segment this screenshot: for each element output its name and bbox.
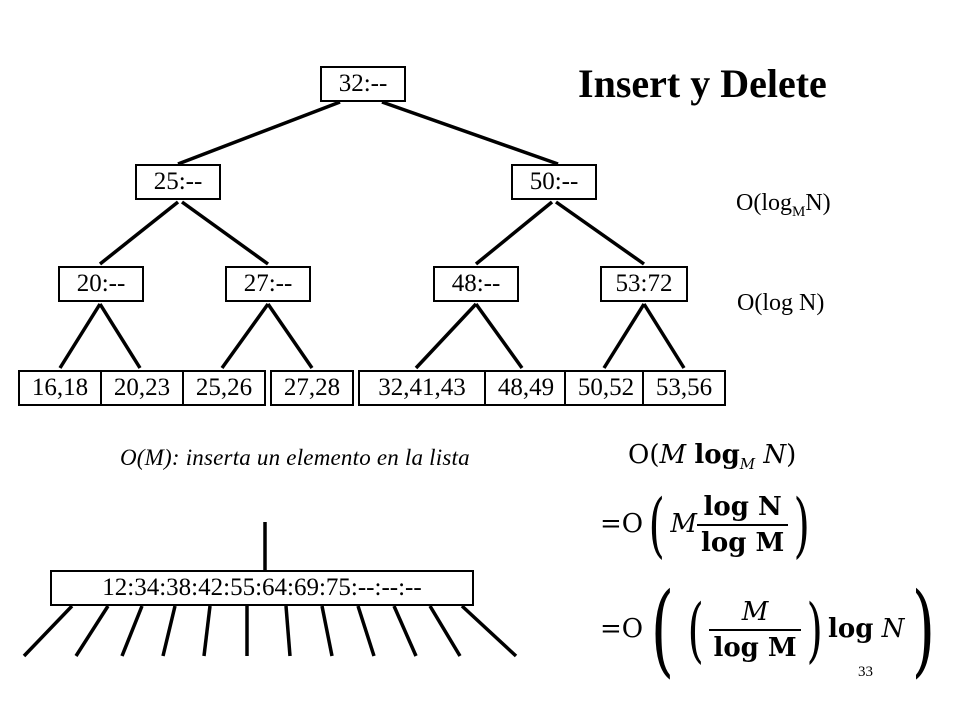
list-child-edge [202,605,212,657]
list-child-edge [320,605,334,657]
complexity-logn: O(log N) [737,290,825,316]
edge-48-48 [474,302,524,370]
edge-27-27 [266,303,314,369]
complexity-logm: O(logMN) [736,190,831,220]
tree-leaf: 20,23 [100,370,184,406]
edge-53-53 [642,303,686,369]
list-child-edge [428,605,462,657]
edge-20-16 [58,303,102,369]
tree-node-level2-0: 20:-- [58,266,144,302]
edge-27-25 [220,302,270,370]
list-child-edge [460,604,518,658]
tree-node-level2-1: 27:-- [225,266,311,302]
tree-leaf: 32,41,43 [358,370,486,406]
tree-node-level1-0: 25:-- [135,164,221,200]
tree-node-level2-2: 48:-- [433,266,519,302]
tree-leaf: 48,49 [484,370,568,406]
list-child-edge [74,605,110,657]
edge-53-50 [602,303,646,369]
tree-node-level2-3: 53:72 [600,266,688,302]
tree-node-level1-1: 50:-- [511,164,597,200]
list-node: 12:34:38:42:55:64:69:75:--:--:-- [50,570,474,606]
list-child-edge [161,605,177,657]
tree-leaf: 50,52 [564,370,648,406]
page-number: 33 [858,664,873,680]
edge-root-right [381,100,559,166]
tree-node-root: 32:-- [320,66,406,102]
slide-title: Insert y Delete [578,61,827,106]
edge-25-20 [98,200,180,266]
edge-25-27 [180,200,270,266]
edge-50-48 [474,200,554,266]
list-child-edge [356,605,376,657]
list-child-edge [392,605,418,657]
formula-line-1: O(M logM N) [628,440,797,474]
tree-leaf: 25,26 [182,370,266,406]
edge-50-53 [554,200,646,266]
tree-leaf: 53,56 [642,370,726,406]
list-child-edge [22,604,74,658]
edge-20-20 [98,303,142,369]
tree-leaf: 16,18 [18,370,102,406]
list-child-edge [284,605,292,657]
list-child-edge [120,605,144,657]
tree-leaf: 27,28 [270,370,354,406]
edge-root-left [177,100,341,166]
edge-48-32 [414,302,478,370]
insert-note: O(M): inserta un elemento en la lista [120,445,470,470]
